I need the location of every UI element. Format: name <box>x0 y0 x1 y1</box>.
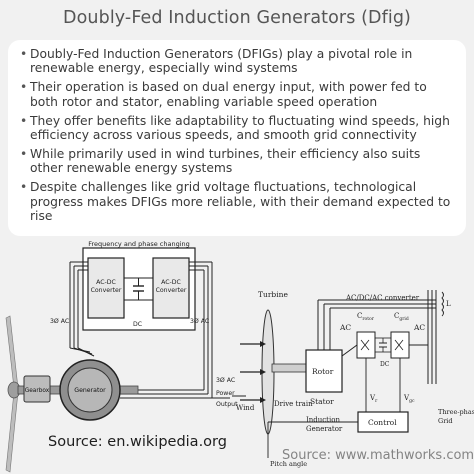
pitch-angle-label: Pitch angle <box>270 460 307 468</box>
vgc-label: Vgc <box>403 394 415 404</box>
control-label: Control <box>368 418 397 427</box>
turbine-label: Turbine <box>258 290 288 299</box>
drive-train-label: Drive train <box>274 400 313 408</box>
generator-label: Generator <box>74 387 106 394</box>
converter-left-box <box>87 257 125 319</box>
induction-label: Induction <box>306 416 340 424</box>
bullet-item: Despite challenges like grid voltage flu… <box>20 180 456 223</box>
gearbox-label: Gearbox <box>25 388 50 394</box>
converter-left-label-2: Converter <box>91 287 122 294</box>
ac-output-label: 3Ø AC <box>216 376 235 384</box>
converter-right-box <box>152 257 190 319</box>
diagram-header-label: Frequency and phase changing <box>88 240 190 248</box>
converter-left-label-1: AC-DC <box>96 279 116 286</box>
bullet-item: Doubly-Fed Induction Generators (DFIGs) … <box>20 47 456 76</box>
inductor-coil <box>441 291 444 317</box>
rotor-label: Rotor <box>312 367 334 376</box>
bullet-list: Doubly-Fed Induction Generators (DFIGs) … <box>8 40 466 223</box>
stator-label: Stator <box>310 397 334 406</box>
grid-converter-box <box>390 331 410 359</box>
output-label: Output <box>216 401 238 408</box>
wind-label: Wind <box>236 404 255 412</box>
ac-label-2: AC <box>413 323 425 332</box>
vr-label: Vr <box>369 394 378 404</box>
page-title: Doubly-Fed Induction Generators (Dfig) <box>63 8 411 28</box>
converter-title: AC/DC/AC converter <box>345 294 420 302</box>
rotor-converter-box <box>356 331 376 359</box>
ac-label-1: AC <box>339 323 351 332</box>
ac-right-label: 3Ø AC <box>190 317 209 325</box>
rotor-box <box>305 349 343 393</box>
dc-label: DC <box>133 321 142 328</box>
ac-left-label: 3Ø AC <box>50 317 69 325</box>
inductor-label: L <box>446 300 451 308</box>
bullet-item: They offer benefits like adaptability to… <box>20 114 456 143</box>
generator-label-right: Generator <box>306 425 343 433</box>
right-shaft <box>271 363 307 373</box>
dfig-right-diagram: Turbine Drive train Rotor Stator Inducti… <box>240 290 474 468</box>
source-wikipedia: Source: en.wikipedia.org <box>48 434 227 450</box>
generator-inner <box>67 367 113 413</box>
power-label: Power <box>216 390 235 397</box>
grid-label-1: Three-phase <box>438 408 474 416</box>
c-grid-label: Cgrid <box>394 312 409 322</box>
gearbox-box <box>23 375 51 403</box>
bullet-item: While primarily used in wind turbines, t… <box>20 147 456 176</box>
bullet-item: Their operation is based on dual energy … <box>20 80 456 109</box>
dfig-left-diagram: Frequency and phase changing AC-DC Conve… <box>5 240 255 473</box>
dc-right-label: DC <box>380 361 390 368</box>
c-rotor-label: Crotor <box>357 312 375 322</box>
converter-right-label-1: AC-DC <box>161 279 181 286</box>
converter-right-label-2: Converter <box>156 287 187 294</box>
summary-card: Doubly-Fed Induction Generators (DFIGs) … <box>8 40 466 236</box>
grid-label-2: Grid <box>438 417 453 425</box>
source-mathworks: Source: www.mathworks.com <box>282 448 474 463</box>
